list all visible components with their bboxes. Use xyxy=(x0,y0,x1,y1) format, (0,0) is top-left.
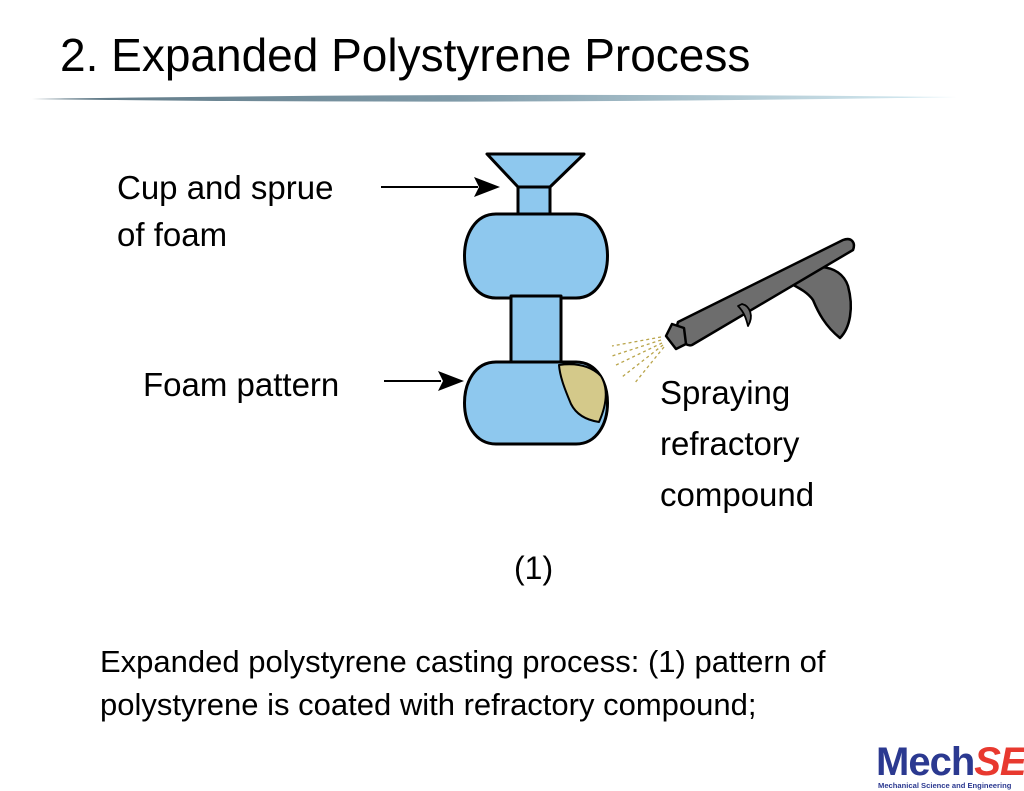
gun-trigger xyxy=(737,303,752,327)
label-foam-pattern: Foam pattern xyxy=(143,366,340,403)
caption-line: polystyrene is coated with refractory co… xyxy=(100,687,757,722)
upper-bulb xyxy=(463,212,609,300)
gun-nozzle xyxy=(664,322,688,351)
foam-pattern xyxy=(463,152,609,446)
spray-gun xyxy=(664,237,856,351)
pattern-arrow xyxy=(384,371,464,391)
logo-se: SE xyxy=(974,740,1024,784)
logo-subtitle: Mechanical Science and Engineering xyxy=(878,781,1012,790)
pouring-cup xyxy=(485,152,586,189)
spray-mist xyxy=(611,336,665,385)
label-spraying-refractory: Spraying refractory compound xyxy=(660,374,815,513)
refractory-coating xyxy=(558,363,607,423)
title-underline xyxy=(32,94,957,102)
label-cup-and-sprue: Cup and sprue of foam xyxy=(117,169,334,253)
logo-mech: Mech xyxy=(876,740,975,784)
slide-title: 2. Expanded Polystyrene Process xyxy=(60,29,751,81)
mechse-logo: MechSE Mechanical Science and Engineerin… xyxy=(876,742,1024,791)
figure-caption: Expanded polystyrene casting process: (1… xyxy=(100,640,980,726)
neck xyxy=(509,294,563,368)
cup-arrow xyxy=(381,177,500,197)
step-number: (1) xyxy=(514,550,554,586)
caption-line: Expanded polystyrene casting process: (1… xyxy=(100,644,826,679)
gun-handle xyxy=(779,265,852,340)
